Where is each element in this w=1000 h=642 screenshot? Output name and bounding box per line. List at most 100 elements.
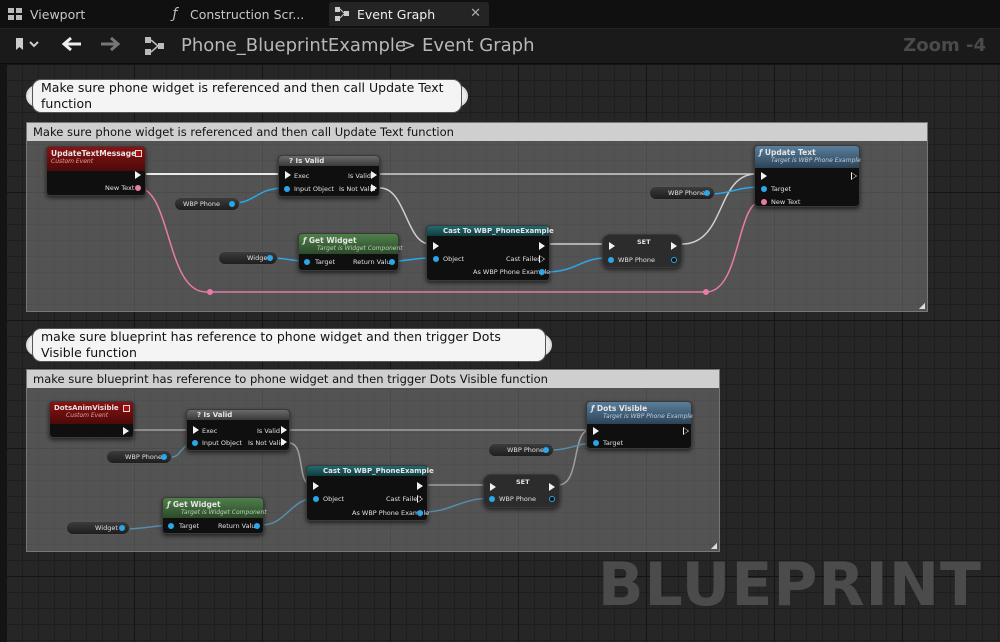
- exec-out-pin[interactable]: [281, 438, 287, 446]
- forward-button[interactable]: [96, 35, 124, 57]
- variable-wbp-phone[interactable]: WBP Phone: [106, 450, 172, 464]
- object-out-pin[interactable]: [389, 259, 395, 265]
- exec-in-pin[interactable]: [490, 483, 496, 491]
- exec-out-pin[interactable]: [539, 242, 545, 250]
- object-out-pin[interactable]: [539, 269, 545, 275]
- cast-node-2[interactable]: Cast To WBP_PhoneExample Object Cast Fai…: [306, 465, 434, 521]
- exec-out-pin[interactable]: [539, 255, 545, 263]
- dots-visible-node[interactable]: ƒ Dots Visible Target is WBP Phone Examp…: [586, 401, 693, 449]
- exec-out-pin[interactable]: [371, 171, 377, 179]
- pin-label: Target: [603, 439, 624, 447]
- node-title: DotsAnimVisible: [54, 404, 119, 412]
- pin-label: WBP Phone: [499, 495, 537, 503]
- bookmark-dropdown-button[interactable]: [10, 35, 44, 57]
- event-node-dots-anim-visible[interactable]: DotsAnimVisible Custom Event: [49, 401, 134, 438]
- object-in-pin[interactable]: [433, 256, 439, 262]
- is-valid-node-2[interactable]: ? Is Valid Exec Is Valid Input Object Is…: [186, 409, 290, 451]
- text-out-pin[interactable]: [135, 185, 141, 191]
- object-out-pin[interactable]: [267, 255, 273, 261]
- exec-in-pin[interactable]: [193, 426, 199, 434]
- exec-out-pin[interactable]: [851, 172, 857, 180]
- node-title: ƒ Get Widget: [303, 236, 357, 245]
- object-out-pin[interactable]: [254, 523, 260, 529]
- object-in-pin[interactable]: [593, 440, 599, 446]
- exec-out-pin[interactable]: [281, 426, 287, 434]
- close-icon[interactable]: ✕: [470, 6, 481, 21]
- object-out-pin[interactable]: [543, 447, 549, 453]
- graph-canvas[interactable]: Make sure phone widget is referenced and…: [6, 64, 1000, 642]
- exec-out-pin[interactable]: [671, 242, 677, 250]
- object-in-pin[interactable]: [489, 496, 495, 502]
- object-out-pin[interactable]: [671, 257, 677, 263]
- object-in-pin[interactable]: [313, 496, 319, 502]
- object-out-pin[interactable]: [417, 510, 423, 516]
- exec-out-pin[interactable]: [371, 184, 377, 192]
- variable-label: Widget: [95, 524, 118, 532]
- variable-widget[interactable]: Widget: [218, 251, 278, 265]
- object-in-pin[interactable]: [192, 440, 198, 446]
- text-in-pin[interactable]: [761, 199, 767, 205]
- set-node-1[interactable]: SET WBP Phone: [602, 234, 682, 268]
- comment-bubble-text: make sure blueprint has reference to pho…: [32, 328, 546, 362]
- pin-label: Target: [315, 258, 336, 266]
- object-in-pin[interactable]: [761, 186, 767, 192]
- pin-label: Exec: [202, 427, 218, 435]
- get-widget-node-1[interactable]: ƒ Get Widget Target is Widget Component …: [298, 233, 403, 271]
- event-node-update-text-message[interactable]: UpdateTextMessage Custom Event New Text: [46, 146, 146, 196]
- object-in-pin[interactable]: [284, 186, 290, 192]
- tab-label: Viewport: [30, 6, 86, 22]
- exec-in-pin[interactable]: [609, 242, 615, 250]
- pin-label: Exec: [294, 172, 310, 180]
- exec-in-pin[interactable]: [433, 242, 439, 250]
- node-subtitle: Target is Widget Component: [317, 245, 403, 252]
- node-title: ? Is Valid: [197, 411, 233, 419]
- variable-wbp-phone[interactable]: WBP Phone: [488, 443, 554, 457]
- exec-in-pin[interactable]: [593, 427, 599, 435]
- bookmark-icon: [14, 36, 40, 56]
- zoom-level: Zoom -4: [903, 35, 986, 56]
- object-out-pin[interactable]: [229, 201, 235, 207]
- comment-bubble-2[interactable]: make sure blueprint has reference to pho…: [26, 328, 552, 362]
- exec-out-pin[interactable]: [417, 482, 423, 490]
- update-text-node[interactable]: ƒ Update Text Target is WBP Phone Exampl…: [754, 145, 861, 207]
- comment-header: Make sure phone widget is referenced and…: [27, 123, 927, 141]
- comment-bubble-1[interactable]: Make sure phone widget is referenced and…: [26, 79, 468, 113]
- resize-grip-icon[interactable]: ◢: [710, 541, 717, 550]
- event-delegate-pin[interactable]: [123, 405, 130, 412]
- resize-grip-icon[interactable]: ◢: [918, 301, 925, 310]
- cast-node-1[interactable]: Cast To WBP_PhoneExample Object Cast Fai…: [426, 225, 554, 281]
- object-in-pin[interactable]: [168, 523, 174, 529]
- breadcrumb-separator: >: [401, 35, 417, 56]
- get-widget-node-2[interactable]: ƒ Get Widget Target is Widget Component …: [162, 497, 267, 534]
- tab-construction-script[interactable]: ƒ Construction Scr...: [168, 2, 318, 26]
- exec-out-pin[interactable]: [135, 171, 141, 179]
- tab-label: Event Graph: [357, 6, 436, 22]
- object-in-pin[interactable]: [608, 257, 614, 263]
- variable-wbp-phone[interactable]: WBP Phone: [174, 197, 240, 211]
- event-delegate-pin[interactable]: [135, 150, 142, 157]
- breadcrumb-blueprint[interactable]: Phone_BlueprintExample: [181, 35, 406, 56]
- node-title: ƒ Get Widget: [167, 500, 221, 509]
- set-node-2[interactable]: SET WBP Phone: [483, 474, 560, 508]
- back-button[interactable]: [58, 35, 86, 57]
- object-out-pin[interactable]: [161, 454, 167, 460]
- tab-viewport[interactable]: Viewport: [8, 2, 158, 26]
- object-out-pin[interactable]: [119, 525, 125, 531]
- is-valid-node-1[interactable]: ? Is Valid Exec Is Valid Input Object Is…: [278, 155, 380, 197]
- variable-widget[interactable]: Widget: [66, 521, 130, 535]
- exec-in-pin[interactable]: [285, 171, 291, 179]
- exec-out-pin[interactable]: [549, 483, 555, 491]
- exec-out-pin[interactable]: [123, 427, 129, 435]
- exec-in-pin[interactable]: [761, 172, 767, 180]
- function-icon: ƒ: [172, 6, 178, 22]
- exec-out-pin[interactable]: [417, 495, 423, 503]
- exec-out-pin[interactable]: [683, 427, 689, 435]
- exec-in-pin[interactable]: [313, 482, 319, 490]
- tab-event-graph[interactable]: Event Graph ✕: [329, 2, 489, 26]
- node-title: ƒ Dots Visible: [591, 404, 648, 413]
- tab-bar: Viewport ƒ Construction Scr... Event Gra…: [0, 0, 1000, 29]
- object-in-pin[interactable]: [304, 259, 310, 265]
- object-out-pin[interactable]: [704, 190, 710, 196]
- object-out-pin[interactable]: [549, 496, 555, 502]
- variable-wbp-phone[interactable]: WBP Phone: [649, 186, 715, 200]
